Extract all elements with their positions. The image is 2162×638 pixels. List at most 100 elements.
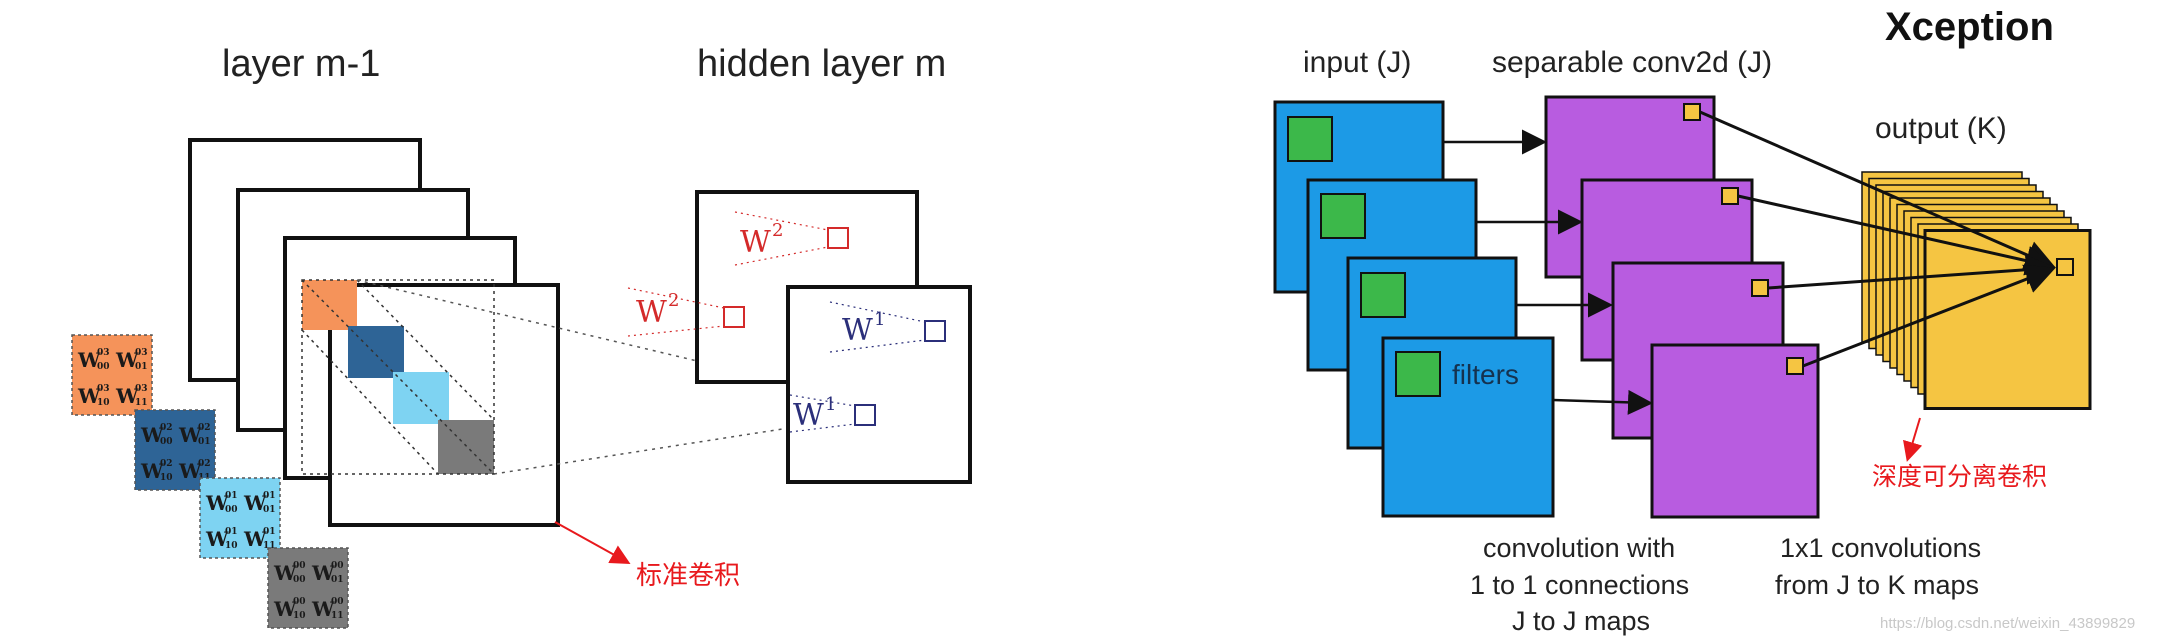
weight-superscript: 03 [97, 348, 110, 358]
weight-subscript: 10 [97, 398, 110, 408]
svg-text:W: W [636, 295, 667, 330]
weight-superscript: 03 [97, 384, 110, 394]
svg-text:W: W [842, 313, 873, 348]
weight-subscript: 11 [331, 611, 344, 621]
weight-label: W [273, 561, 297, 585]
filter-tile-bg [267, 547, 349, 629]
weight-label: W [205, 491, 229, 515]
unit-square [827, 227, 849, 249]
layer-prev-label: layer m-1 [222, 43, 380, 85]
patch-dark-blue [348, 326, 404, 378]
annotation-arrow-right [1903, 417, 1923, 462]
weight-subscript: 00 [160, 437, 173, 447]
annotation-standard-conv: 标准卷积 [636, 561, 740, 591]
caption-left-line1: convolution with [1483, 533, 1675, 563]
weight-label: W [243, 491, 267, 515]
svg-text:1: 1 [825, 394, 836, 415]
svg-text:W: W [740, 225, 771, 260]
weight-subscript: 01 [135, 362, 148, 372]
output-label: output (K) [1875, 112, 2007, 145]
w2-lower: W 2 [627, 287, 745, 337]
filters-label: filters [1452, 359, 1519, 390]
w1-lower: W 1 [789, 394, 876, 433]
weight-label: W [77, 348, 101, 372]
annotation-arrow-left [554, 521, 631, 564]
weight-superscript: 01 [263, 491, 276, 501]
svg-text:2: 2 [668, 290, 679, 311]
weight-subscript: 01 [263, 505, 276, 515]
weight-superscript: 01 [225, 527, 238, 537]
weight-label: W [311, 561, 335, 585]
sepconv-label: separable conv2d (J) [1492, 46, 1772, 79]
output-map-stack [1861, 171, 2092, 410]
output-pixel [1786, 357, 1804, 375]
weight-label: W [77, 384, 101, 408]
caption-right-line2: from J to K maps [1775, 570, 1979, 600]
w1-upper: W 1 [829, 301, 946, 353]
filter-patch-4 [1395, 351, 1441, 397]
standard-convolution-panel: layer m-1 hidden layer m W 2 [71, 43, 972, 629]
weight-label: W [243, 527, 267, 551]
filter-patch-2 [1320, 193, 1366, 239]
weight-label: W [205, 527, 229, 551]
unit-square [723, 306, 745, 328]
xception-panel: Xception input (J) separable conv2d (J) … [1273, 5, 2135, 636]
weight-label: W [178, 423, 202, 447]
filter-tile-bg [71, 334, 153, 416]
filter-patch-1 [1287, 116, 1333, 162]
weight-subscript: 01 [198, 437, 211, 447]
weight-label: W [140, 423, 164, 447]
weight-superscript: 00 [293, 597, 306, 607]
output-pixel [1751, 279, 1769, 297]
svg-text:W: W [793, 398, 824, 433]
weight-subscript: 11 [263, 541, 276, 551]
weight-superscript: 00 [293, 561, 306, 571]
caption-left-line2: 1 to 1 connections [1470, 570, 1689, 600]
input-label: input (J) [1303, 46, 1411, 79]
patch-grid-lines [301, 279, 495, 475]
annotation-separable-conv: 深度可分离卷积 [1872, 462, 2047, 491]
output-pixel [1721, 187, 1739, 205]
weight-subscript: 11 [135, 398, 148, 408]
weight-subscript: 10 [225, 541, 238, 551]
watermark: https://blog.csdn.net/weixin_43899829 [1880, 615, 2135, 632]
weight-superscript: 01 [225, 491, 238, 501]
w2-upper: W 2 [734, 211, 849, 266]
output-pixel [1683, 103, 1701, 121]
weight-superscript: 03 [135, 384, 148, 394]
hidden-map-front [786, 285, 972, 484]
weight-label: W [311, 597, 335, 621]
svg-text:2: 2 [772, 220, 783, 241]
weight-superscript: 03 [135, 348, 148, 358]
weight-superscript: 02 [160, 459, 173, 469]
output-target-pixel [2056, 258, 2074, 276]
filter-patch-3 [1360, 272, 1406, 318]
weight-subscript: 00 [97, 362, 110, 372]
weight-superscript: 02 [198, 459, 211, 469]
weight-subscript: 01 [331, 575, 344, 585]
weight-superscript: 00 [331, 597, 344, 607]
caption-left-line3: J to J maps [1512, 606, 1650, 636]
filter-tile-bg [134, 409, 216, 491]
unit-square [924, 320, 946, 342]
unit-square [854, 404, 876, 426]
patch-orange [302, 280, 357, 330]
weight-label: W [115, 384, 139, 408]
weight-superscript: 02 [160, 423, 173, 433]
projection-lines [356, 279, 841, 475]
filter-weight-tiles: W0300W0301W0310W0311W0200W0201W0210W0211… [71, 334, 349, 629]
weight-superscript: 00 [331, 561, 344, 571]
pointwise-arrows [1699, 110, 2056, 368]
weight-subscript: 10 [293, 611, 306, 621]
weight-subscript: 00 [225, 505, 238, 515]
xception-title: Xception [1885, 5, 2054, 49]
svg-text:1: 1 [874, 309, 885, 330]
hidden-layer-label: hidden layer m [697, 43, 946, 85]
depthwise-arrows [1443, 129, 1653, 415]
weight-label: W [178, 459, 202, 483]
weight-superscript: 01 [263, 527, 276, 537]
